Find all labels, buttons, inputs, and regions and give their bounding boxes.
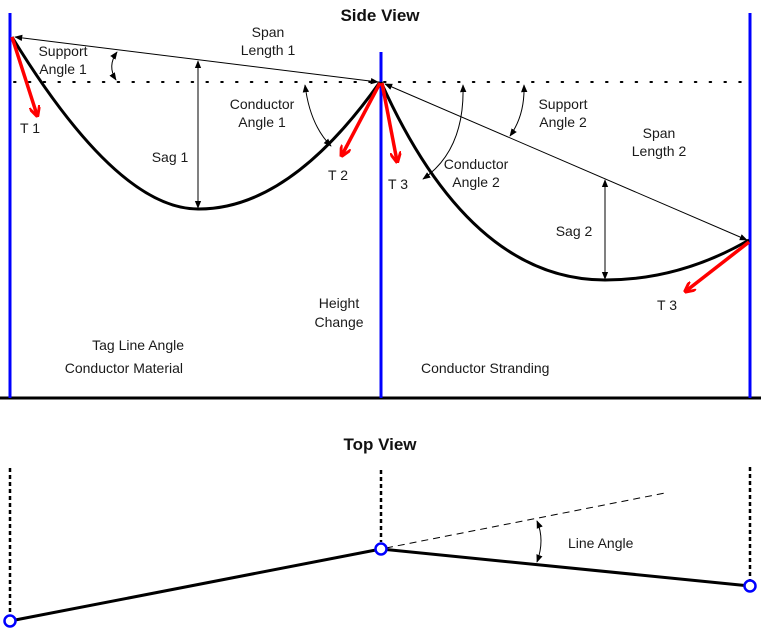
span-length-1-label-l2: Length 1 [241, 42, 296, 58]
top-conductor-span-1 [9, 547, 382, 623]
line-angle-label: Line Angle [568, 535, 634, 551]
sag-1-label: Sag 1 [152, 149, 189, 165]
tension-t2-arrow [342, 82, 382, 155]
tension-t1-arrow [10, 36, 37, 115]
height-change-label-l2: Change [314, 314, 363, 330]
conductor-angle-2-arc [422, 84, 467, 180]
sag-2-label: Sag 2 [556, 223, 593, 239]
right-structure-node [743, 579, 757, 593]
tension-t3-mid-arrow [380, 82, 397, 161]
side-view-title: Side View [340, 6, 420, 25]
support-angle-1-label-l2: Angle 1 [39, 61, 87, 77]
support-angle-2-label-l1: Support [538, 96, 587, 112]
support-angle-2-label-l2: Angle 2 [539, 114, 587, 130]
span-length-1-label-l1: Span [252, 24, 285, 40]
support-angle-1-label-l1: Support [38, 43, 87, 59]
tension-t3-right-arrow [686, 240, 751, 291]
conductor-angle-2-label-l1: Conductor [444, 156, 509, 172]
conductor-span-1 [10, 36, 382, 211]
t3-mid-label: T 3 [388, 176, 408, 192]
conductor-angle-1-label-l2: Angle 1 [238, 114, 286, 130]
left-structure-node [3, 614, 17, 628]
span-length-2-label-l1: Span [643, 125, 676, 141]
top-view-title: Top View [343, 435, 417, 454]
support-angle-2-arc [509, 84, 528, 137]
t1-label: T 1 [20, 120, 40, 136]
line-angle-arc [536, 520, 543, 563]
t3-right-label: T 3 [657, 297, 677, 313]
middle-structure-node [374, 542, 388, 556]
height-change-label-l1: Height [319, 295, 360, 311]
top-conductor-span-2 [380, 547, 751, 588]
conductor-angle-1-arc [302, 84, 332, 147]
conductor-angle-2-label-l2: Angle 2 [452, 174, 500, 190]
span-length-1-line [14, 34, 379, 85]
conductor-angle-1-label-l1: Conductor [230, 96, 295, 112]
conductor-stranding-label: Conductor Stranding [421, 360, 549, 376]
tag-line-angle-label: Tag Line Angle [92, 337, 184, 353]
span-length-2-label-l2: Length 2 [632, 143, 687, 159]
conductor-material-label: Conductor Material [65, 360, 183, 376]
t2-label: T 2 [328, 167, 348, 183]
support-angle-1-arc [109, 51, 118, 81]
